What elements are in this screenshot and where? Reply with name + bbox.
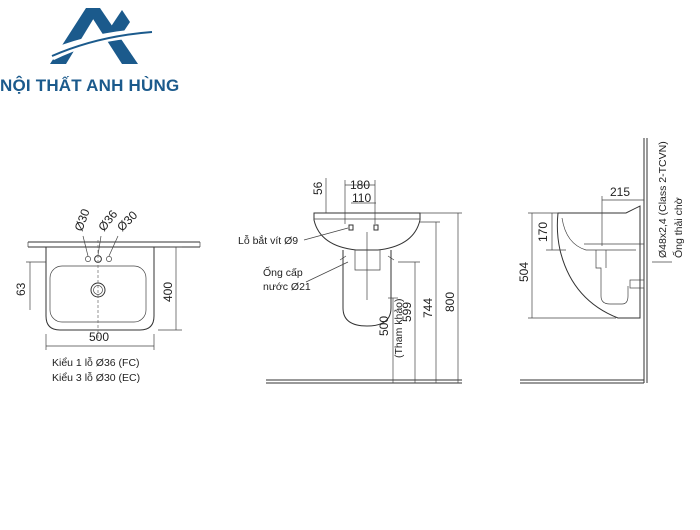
dim-215-label: 215	[610, 185, 630, 199]
side-view: 215 170 504 Ø48x2,4 (Class 2-TCVN) Ống t…	[517, 138, 685, 384]
note-ec: Kiểu 3 lỗ Ø30 (EC)	[52, 371, 140, 384]
dim-180-label: 180	[350, 178, 370, 192]
drain-spec-label: Ø48x2,4 (Class 2-TCVN)	[657, 141, 669, 258]
dim-599-label: 599	[400, 302, 414, 322]
depth-label: 400	[161, 282, 175, 302]
anh-hung-logo-icon	[44, 8, 156, 64]
dim-110-label: 110	[352, 191, 371, 205]
screw-hole-label: Lỗ bắt vít Ø9	[238, 234, 298, 247]
basin-side-outline	[556, 205, 641, 319]
supply-label-2: nước Ø21	[263, 281, 311, 293]
p-trap	[595, 250, 629, 305]
width-label: 500	[89, 330, 109, 344]
waste-pipe-label: Ống thải chờ	[671, 197, 685, 258]
top-view: Ø30 Ø36 Ø30 400 63 500 Kiểu 1 lỗ Ø36 (FC…	[14, 207, 201, 384]
dim-56-label: 56	[311, 181, 325, 195]
note-fc: Kiểu 1 lỗ Ø36 (FC)	[52, 356, 140, 369]
dim-504-label: 504	[517, 262, 531, 282]
basin-bowl-outline	[49, 265, 147, 323]
faucet-hole-right	[106, 256, 112, 262]
front-offset-label: 63	[14, 282, 28, 296]
dim-744-label: 744	[421, 298, 435, 318]
reference-label: (Tham khảo)	[393, 298, 405, 358]
front-view: Lỗ bắt vít Ø9 Ống cấp nước Ø21 180 110 5…	[238, 178, 462, 384]
hole-left-label: Ø30	[72, 207, 93, 233]
hole-right-label: Ø30	[114, 208, 140, 234]
dim-500-label: 500	[377, 316, 391, 336]
dim-170-label: 170	[536, 222, 550, 242]
supply-label-1: Ống cấp	[263, 265, 303, 279]
dim-800-label: 800	[443, 292, 457, 312]
brand-name: NỘI THẤT ANH HÙNG	[0, 76, 180, 95]
faucet-hole-left	[85, 256, 91, 262]
pedestal-outline	[342, 250, 392, 327]
basin-top-outline	[45, 247, 155, 331]
basin-front-outline	[313, 212, 421, 251]
